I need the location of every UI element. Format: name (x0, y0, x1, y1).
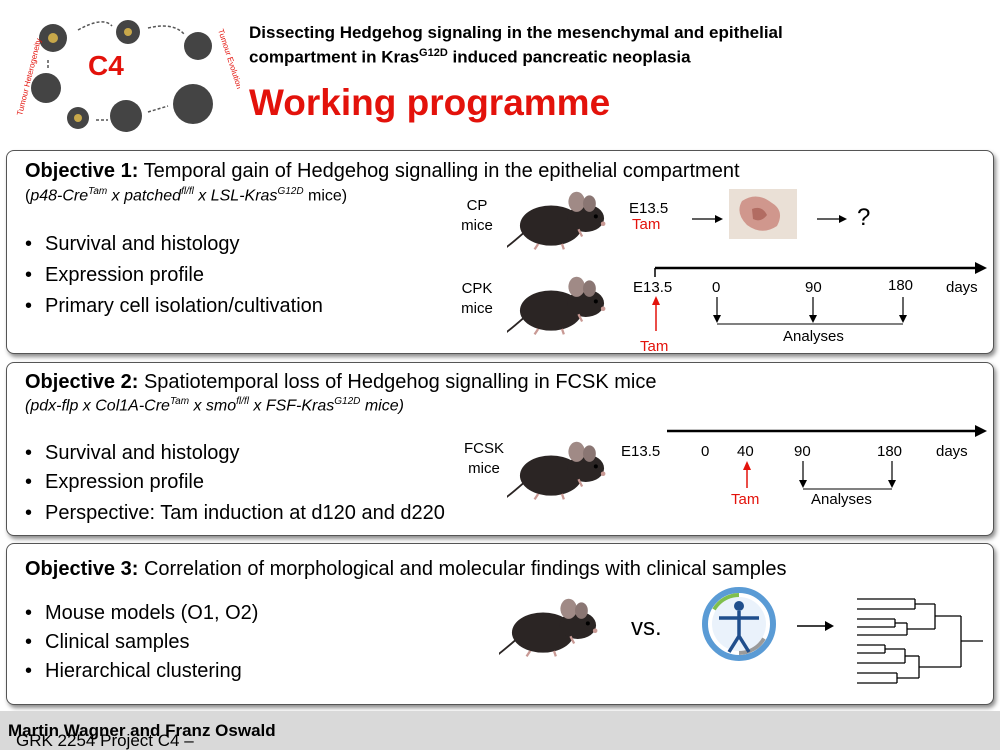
c4-logo: Tumour Heterogeneity Tumour Evolution C4 (8, 8, 244, 140)
genotype-segment: G12D (277, 186, 304, 197)
objective-3-panel: Objective 3: Correlation of morphologica… (6, 543, 994, 705)
genotype-segment: Tam (169, 396, 190, 407)
page-title: Working programme (249, 82, 611, 123)
genotype-segment: fl/fl (181, 186, 194, 197)
objective-1-bullets: Survival and histology Expression profil… (25, 233, 323, 318)
genotype-segment: fl/fl (236, 396, 249, 407)
objective-1-genotype: (p48-CreTam x patchedfl/fl x LSL-KrasG12… (25, 186, 347, 205)
footer-bar: GRK 2254 Project C4 – Martin Wagner and … (0, 711, 1000, 750)
list-item: Expression profile (25, 264, 323, 287)
genotype-segment: (pdx-flp x Col1A-Cre (25, 397, 170, 415)
genotype-segment: ( (25, 187, 31, 205)
objective-3-bullets: Mouse models (O1, O2) Clinical samples H… (25, 602, 258, 683)
analyses-label: Analyses (783, 328, 844, 345)
list-item: Perspective: Tam induction at d120 and d… (25, 502, 445, 525)
objective-3-title: Objective 3: Correlation of morphologica… (25, 558, 787, 580)
tick-label: 180 (877, 443, 902, 460)
list-item: Hierarchical clustering (25, 660, 258, 683)
cpk-e135: E13.5 (633, 279, 672, 296)
genotype-segment: x LSL-Kras (193, 187, 278, 205)
genotype-segment: mice) (303, 187, 348, 205)
mouse-image (507, 274, 617, 338)
dendrogram-icon (857, 598, 983, 684)
logo-label: C4 (88, 50, 124, 81)
fcsk-tam: Tam (731, 491, 759, 508)
vs-label: vs. (631, 614, 662, 641)
objective-2-diagram: E13.5 0 40 90 180 days Tam Analyses (621, 425, 987, 508)
objective-1-title: Objective 1: Temporal gain of Hedgehog s… (25, 160, 740, 182)
days-label: days (946, 279, 978, 296)
question-mark: ? (857, 204, 870, 231)
list-item: Survival and histology (25, 442, 445, 465)
days-label: days (936, 443, 968, 460)
tick-label: 0 (712, 279, 720, 296)
tick-label: 0 (701, 443, 709, 460)
genotype-segment: x patched (107, 187, 182, 205)
genotype-segment: x smo (189, 397, 237, 415)
genotype-segment: p48-Cre (30, 187, 89, 205)
analyses-label: Analyses (811, 491, 872, 508)
cp-tam: Tam (632, 216, 660, 233)
objective-2-title: Objective 2: Spatiotemporal loss of Hedg… (25, 371, 657, 393)
logo-right-text: Tumour Evolution (216, 28, 240, 90)
tick-label: 40 (737, 443, 754, 460)
genotype-segment: G12D (334, 396, 361, 407)
footer-text: GRK 2254 Project C4 – Martin Wagner and … (8, 721, 276, 750)
genotype-segment: x FSF-Kras (248, 397, 335, 415)
objective-2-panel: Objective 2: Spatiotemporal loss of Hedg… (6, 362, 994, 536)
list-item: Expression profile (25, 471, 445, 494)
cp-e135: E13.5 (629, 200, 668, 217)
fcsk-e135: E13.5 (621, 443, 660, 460)
objective-1-diagram: E13.5 Tam ? E13.5 0 90 180 days Tam Anal… (629, 189, 987, 351)
list-item: Mouse models (O1, O2) (25, 602, 258, 625)
arrow-right-icon (797, 621, 834, 631)
subtitle-line-2: compartment in KrasG12D induced pancreat… (249, 47, 691, 67)
tick-label: 180 (888, 277, 913, 294)
mouse-image (507, 439, 617, 503)
vitruvian-icon (702, 587, 776, 661)
mouse-image (507, 189, 617, 253)
list-item: Clinical samples (25, 631, 258, 654)
list-item: Primary cell isolation/cultivation (25, 295, 323, 318)
cpk-tam: Tam (640, 338, 668, 351)
list-item: Survival and histology (25, 233, 323, 256)
objective-1-panel: Objective 1: Temporal gain of Hedgehog s… (6, 150, 994, 354)
subtitle-line-1: Dissecting Hedgehog signaling in the mes… (249, 23, 783, 42)
tick-label: 90 (794, 443, 811, 460)
genotype-segment: Tam (88, 186, 108, 197)
objective-2-bullets: Survival and histology Expression profil… (25, 442, 445, 525)
objective-2-genotype: (pdx-flp x Col1A-CreTam x smofl/fl x FSF… (25, 396, 404, 415)
subtitle: Dissecting Hedgehog signaling in the mes… (249, 23, 989, 68)
tick-label: 90 (805, 279, 822, 296)
genotype-segment: mice) (360, 397, 404, 415)
mouse-image (499, 596, 609, 660)
